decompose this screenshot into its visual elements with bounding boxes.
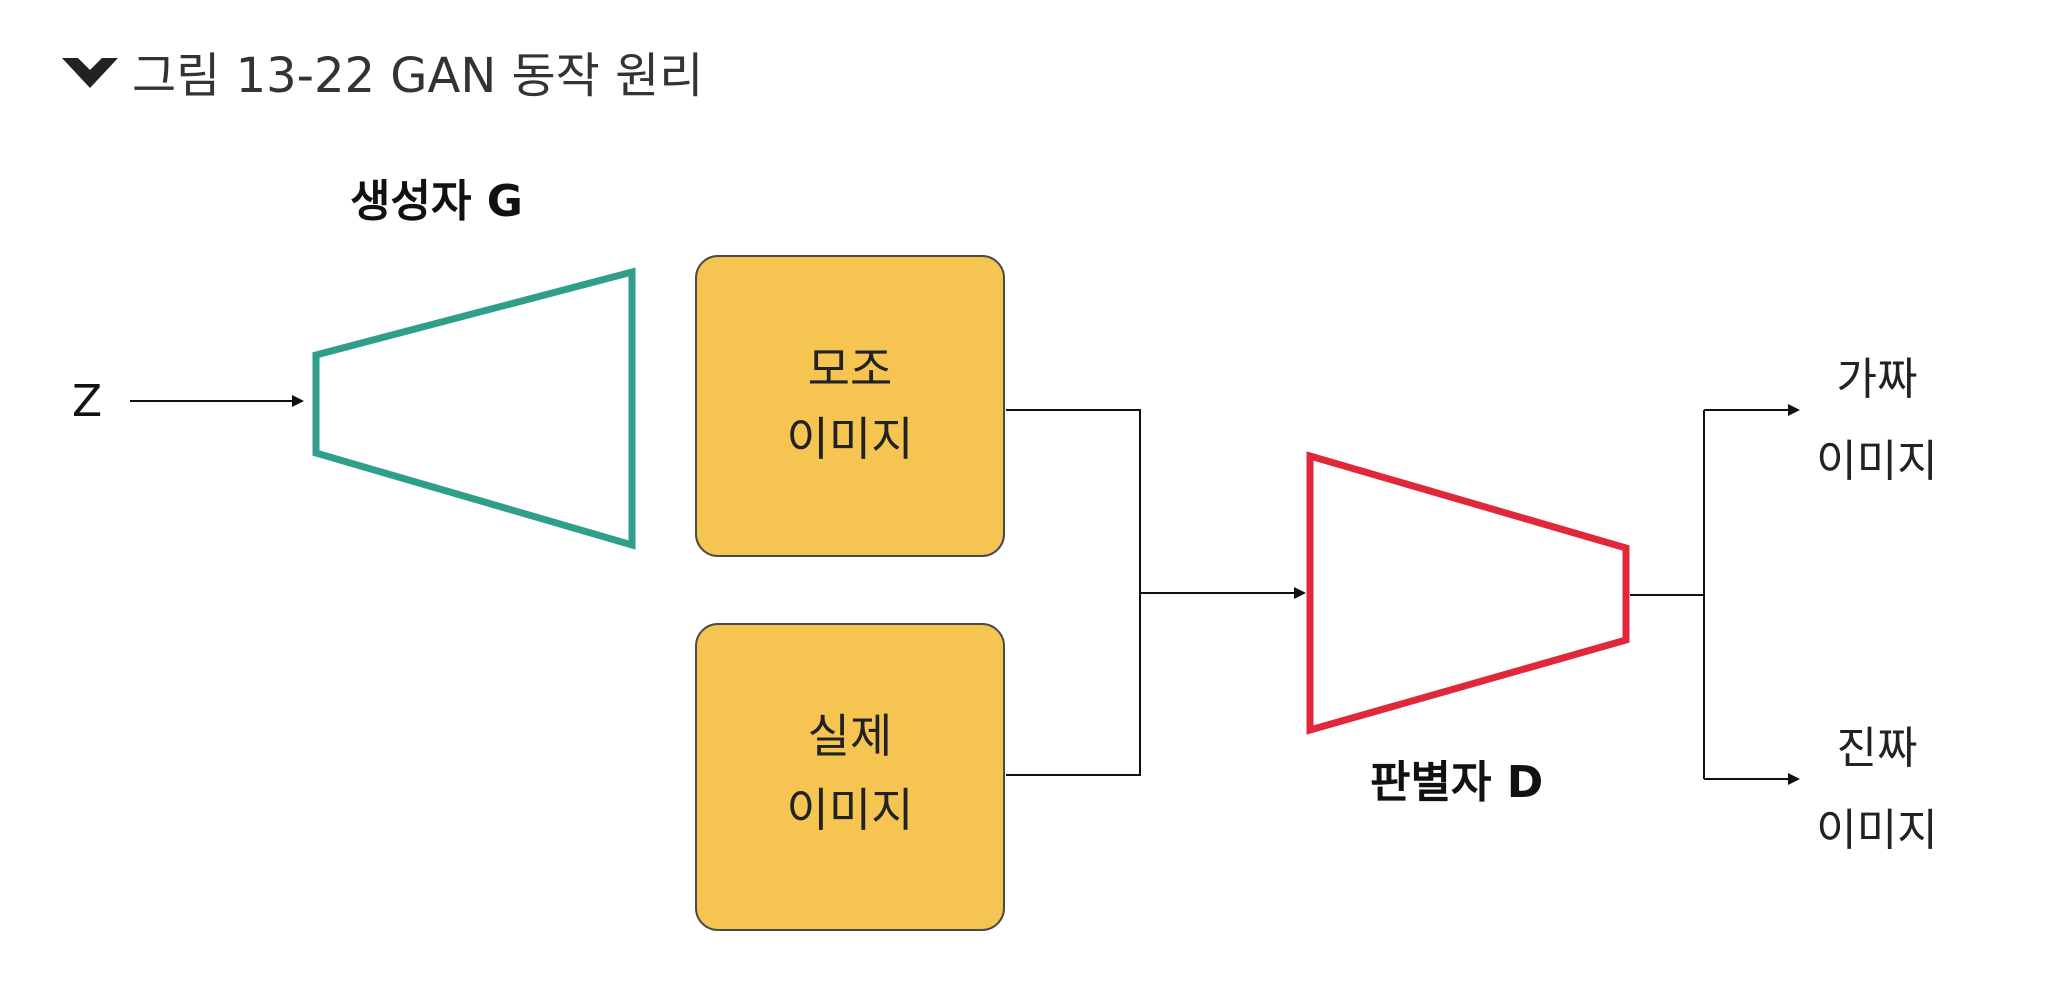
fake-output-line2: 이미지 xyxy=(1816,436,1937,487)
real-output-line1: 진짜 xyxy=(1837,723,1918,774)
figure-caption: 그림 13-22 GAN 동작 원리 xyxy=(62,48,703,104)
fake-output-line1: 가짜 xyxy=(1837,354,1918,405)
chevron-down-icon xyxy=(62,58,118,88)
generator-trapezoid xyxy=(312,267,636,550)
fake-image-connector xyxy=(1006,409,1141,593)
real-image-line1: 실제 xyxy=(808,709,893,763)
real-image-connector xyxy=(1006,593,1141,776)
input-z-label: Z xyxy=(72,376,102,427)
fake-image-line1: 모조 xyxy=(808,342,893,396)
discriminator-label: 판별자 D xyxy=(1370,757,1543,808)
real-output-line2: 이미지 xyxy=(1816,805,1937,856)
fake-image-line2: 이미지 xyxy=(787,412,914,466)
caption-text: 그림 13-22 GAN 동작 원리 xyxy=(132,48,703,104)
real-image-box xyxy=(695,623,1005,931)
generator-label: 생성자 G xyxy=(350,176,523,227)
discriminator-trapezoid xyxy=(1306,451,1630,735)
real-image-line2: 이미지 xyxy=(787,783,914,837)
fake-image-box xyxy=(695,255,1005,557)
